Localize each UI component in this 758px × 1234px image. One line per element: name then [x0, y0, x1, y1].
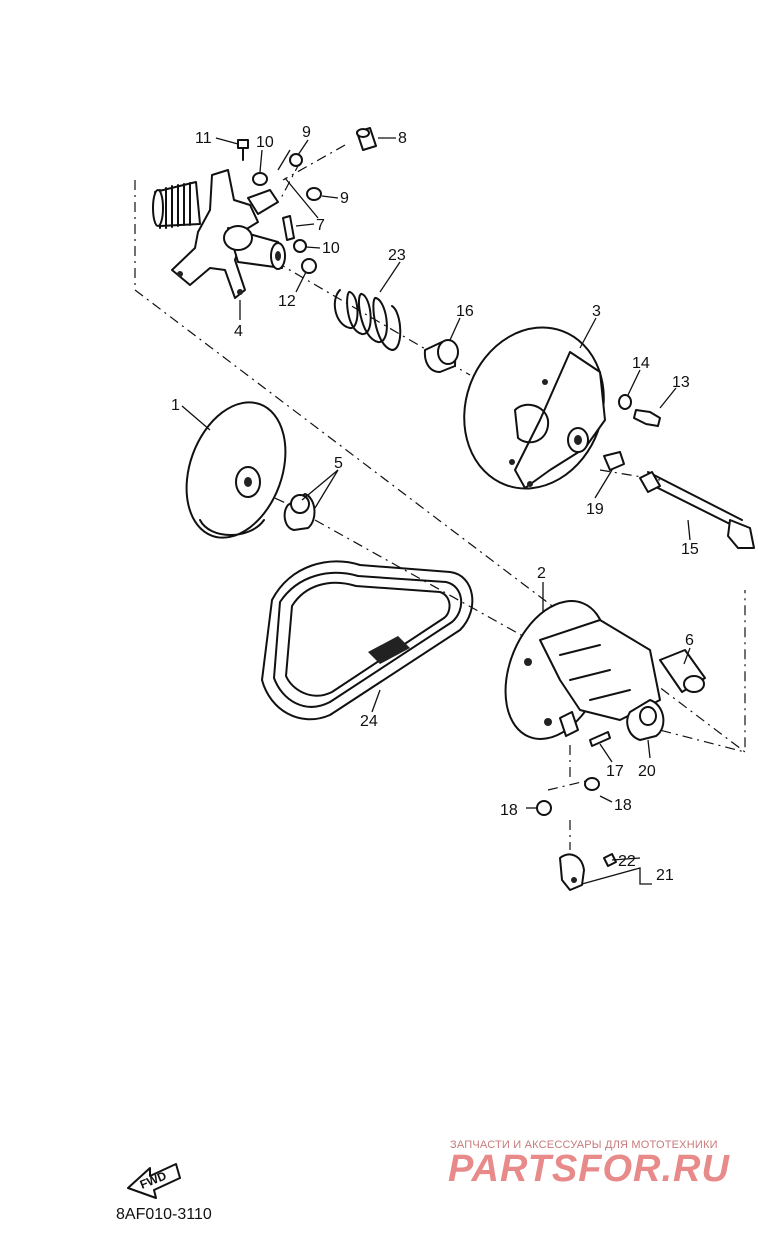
callout-9: 9	[302, 124, 311, 141]
callout-3: 3	[592, 303, 601, 320]
callout-4: 4	[234, 323, 243, 340]
fixed-sheave-spider	[152, 169, 286, 299]
callout-21: 21	[656, 867, 674, 884]
callout-18: 18	[614, 797, 632, 814]
callout-leaders	[181, 137, 691, 885]
callout-2: 2	[537, 565, 546, 582]
spring	[333, 289, 402, 351]
callout-1: 1	[171, 397, 180, 414]
callout-8: 8	[398, 130, 407, 147]
callout-9: 9	[340, 190, 349, 207]
callout-14: 14	[632, 355, 650, 372]
cover-hardware	[603, 394, 755, 549]
sheave-disc	[185, 401, 287, 539]
callout-19: 19	[586, 501, 604, 518]
callout-12: 12	[278, 293, 296, 310]
drawing-code: 8AF010-3110	[116, 1206, 212, 1223]
slider-hardware	[237, 127, 377, 274]
callout-5: 5	[334, 455, 343, 472]
callout-11: 11	[195, 130, 212, 147]
callout-10: 10	[322, 240, 340, 257]
secondary-sheave	[504, 600, 661, 740]
callout-7: 7	[316, 217, 325, 234]
callout-23: 23	[388, 247, 406, 264]
watermark-brand: PARTSFOR.RU	[448, 1148, 730, 1190]
collar	[283, 493, 316, 531]
callout-22: 22	[618, 853, 636, 870]
callout-16: 16	[456, 303, 474, 320]
fwd-arrow-icon: FWD	[127, 1163, 181, 1199]
callout-17: 17	[606, 763, 624, 780]
callout-labels: 11 10 9 8 9 7 10 23 12 4 16 3 14 13 1 5 …	[171, 124, 699, 884]
weight-hardware	[536, 731, 617, 891]
watermark-subtitle: ЗАПЧАСТИ И АКСЕССУАРЫ ДЛЯ МОТОТЕХНИКИ	[450, 1139, 718, 1151]
callout-20: 20	[638, 763, 656, 780]
callout-18: 18	[500, 802, 518, 819]
bushing	[423, 339, 459, 373]
callout-24: 24	[360, 713, 378, 730]
callout-15: 15	[681, 541, 699, 558]
shaft-bushing	[626, 649, 706, 741]
drive-belt	[261, 560, 474, 721]
callout-6: 6	[685, 632, 694, 649]
movable-sheave-cover	[463, 326, 606, 490]
callout-10: 10	[256, 134, 274, 151]
callout-13: 13	[672, 374, 690, 391]
